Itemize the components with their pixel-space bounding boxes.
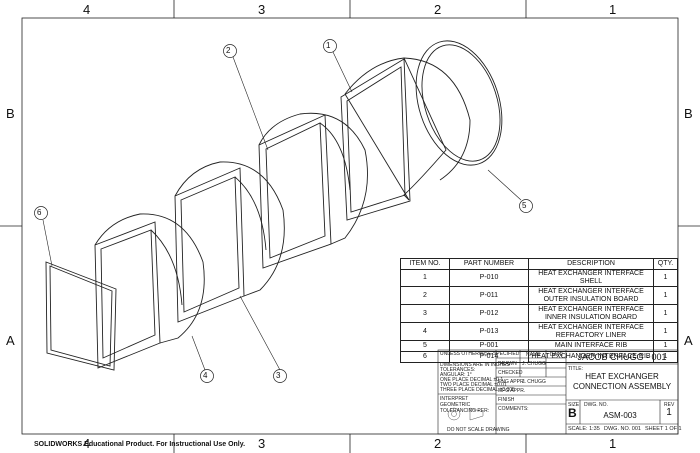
balloon-2: 2 bbox=[226, 46, 231, 55]
tb-dwg-no-bottom: DWG. NO. 001 bbox=[604, 426, 641, 432]
zone-left-b: B bbox=[6, 106, 15, 121]
tb-do-not-scale: DO NOT SCALE DRAWING bbox=[447, 427, 510, 433]
tb-dwg-no: ASM-003 bbox=[603, 411, 637, 420]
zone-top-3: 3 bbox=[258, 2, 266, 17]
tb-mfg-label: MFG APPR. bbox=[498, 388, 526, 394]
tb-dwg-label: DWG. NO. bbox=[584, 402, 608, 408]
tb-unless: UNLESS OTHERWISE SPECIFIED: bbox=[440, 351, 521, 357]
bom-header-qty: QTY. bbox=[653, 258, 678, 270]
tb-company: JACOB CHUGG - 001 bbox=[577, 352, 667, 362]
part-refractory-liner bbox=[94, 213, 205, 369]
bom-row: 4 P-013 HEAT EXCHANGER INTERFACE REFRACT… bbox=[400, 322, 678, 341]
tb-drawn-label: DRAWN bbox=[498, 361, 517, 367]
bom-header-item: ITEM NO. bbox=[400, 258, 450, 270]
bom-header-part: PART NUMBER bbox=[449, 258, 529, 270]
tb-sheet: SHEET 1 OF 1 bbox=[645, 426, 682, 432]
bom-item: 1 bbox=[400, 269, 450, 287]
bom-item: 6 bbox=[400, 351, 450, 363]
bom-qty: 1 bbox=[653, 286, 678, 305]
tb-three-place: THREE PLACE DECIMAL ±0.005 bbox=[440, 387, 515, 393]
zone-bottom-1: 1 bbox=[609, 436, 617, 451]
tb-angular: ANGULAR: 1° bbox=[440, 372, 472, 378]
tb-eng-name: J. CHUGG bbox=[522, 379, 546, 385]
bom-qty: 1 bbox=[653, 269, 678, 287]
zone-bottom-2: 2 bbox=[434, 436, 442, 451]
tb-finish-label: FINISH bbox=[498, 397, 515, 403]
educational-footer: SOLIDWORKS Educational Product. For Inst… bbox=[34, 441, 246, 448]
balloon-4: 4 bbox=[203, 371, 208, 380]
bom-header-desc: DESCRIPTION bbox=[528, 258, 654, 270]
tb-title-label: TITLE: bbox=[568, 366, 584, 372]
bill-of-materials: ITEM NO. PART NUMBER DESCRIPTION QTY. 1 … bbox=[400, 258, 678, 363]
bom-part: P-001 bbox=[449, 340, 529, 352]
part-interface-shell bbox=[340, 57, 471, 221]
bom-part: P-013 bbox=[449, 322, 529, 341]
balloon-6: 6 bbox=[37, 208, 42, 217]
tb-name-header: NAME bbox=[526, 352, 541, 358]
bom-desc: MAIN INTERFACE RIB bbox=[528, 340, 654, 352]
bom-item: 5 bbox=[400, 340, 450, 352]
tb-rev-label: REV bbox=[664, 402, 675, 408]
zone-top-2: 2 bbox=[434, 2, 442, 17]
tb-title-line2: CONNECTION ASSEMBLY bbox=[572, 382, 672, 391]
zone-right-b: B bbox=[684, 106, 693, 121]
bom-desc: HEAT EXCHANGER INTERFACE INNER INSULATIO… bbox=[528, 304, 654, 323]
bom-item: 3 bbox=[400, 304, 450, 323]
zone-bottom-3: 3 bbox=[258, 436, 266, 451]
bom-part: P-010 bbox=[449, 269, 529, 287]
zone-left-a: A bbox=[6, 333, 15, 348]
tb-checked-label: CHECKED bbox=[498, 370, 523, 376]
tb-dims: DIMENSIONS ARE IN INCHES bbox=[440, 362, 510, 368]
tb-size: B bbox=[568, 406, 577, 420]
tb-size-label: SIZE bbox=[568, 402, 580, 408]
bom-row: 3 P-012 HEAT EXCHANGER INTERFACE INNER I… bbox=[400, 304, 678, 323]
zone-top-4: 4 bbox=[83, 2, 91, 17]
tb-interpret: INTERPRET GEOMETRIC TOLERANCING PER: bbox=[440, 396, 490, 414]
tb-rev: 1 bbox=[666, 407, 672, 418]
zone-top-1: 1 bbox=[609, 2, 617, 17]
zone-bottom-4: 4 bbox=[83, 436, 91, 451]
part-interface-rib bbox=[45, 261, 117, 371]
tb-date-header: DATE bbox=[550, 352, 563, 358]
bom-header-row: ITEM NO. PART NUMBER DESCRIPTION QTY. bbox=[400, 258, 678, 270]
bom-desc: HEAT EXCHANGER INTERFACE SHELL bbox=[528, 269, 654, 287]
balloon-3: 3 bbox=[276, 371, 281, 380]
bom-desc: HEAT EXCHANGER INTERFACE REFRACTORY LINE… bbox=[528, 322, 654, 341]
bom-part: P-012 bbox=[449, 304, 529, 323]
bom-item: 4 bbox=[400, 322, 450, 341]
tb-scale: SCALE: 1:35 bbox=[568, 426, 600, 432]
tb-one-place: ONE PLACE DECIMAL ±0.1 bbox=[440, 377, 504, 383]
tb-drawn-name: J. CHUGG bbox=[522, 361, 546, 367]
tb-title-line1: HEAT EXCHANGER bbox=[585, 372, 659, 381]
tb-comments-label: COMMENTS: bbox=[498, 406, 529, 412]
balloon-5: 5 bbox=[522, 201, 527, 210]
bom-row: 5 P-001 MAIN INTERFACE RIB 1 bbox=[400, 340, 678, 352]
bom-row: 1 P-010 HEAT EXCHANGER INTERFACE SHELL 1 bbox=[400, 269, 678, 287]
part-main-interface-rib bbox=[415, 40, 503, 166]
zone-right-a: A bbox=[684, 333, 693, 348]
tb-eng-label: ENG APPR. bbox=[498, 379, 525, 385]
bom-desc: HEAT EXCHANGER INTERFACE OUTER INSULATIO… bbox=[528, 286, 654, 305]
bom-qty: 1 bbox=[653, 322, 678, 341]
bom-row: 2 P-011 HEAT EXCHANGER INTERFACE OUTER I… bbox=[400, 286, 678, 305]
bom-qty: 1 bbox=[653, 304, 678, 323]
bom-part: P-011 bbox=[449, 286, 529, 305]
tb-two-place: TWO PLACE DECIMAL ±0.01 bbox=[440, 382, 507, 388]
bom-qty: 1 bbox=[653, 340, 678, 352]
tb-tol: TOLERANCES: bbox=[440, 367, 476, 373]
balloon-1: 1 bbox=[326, 41, 331, 50]
part-outer-insulation-board bbox=[258, 112, 368, 269]
bom-item: 2 bbox=[400, 286, 450, 305]
part-inner-insulation-board bbox=[174, 161, 285, 323]
